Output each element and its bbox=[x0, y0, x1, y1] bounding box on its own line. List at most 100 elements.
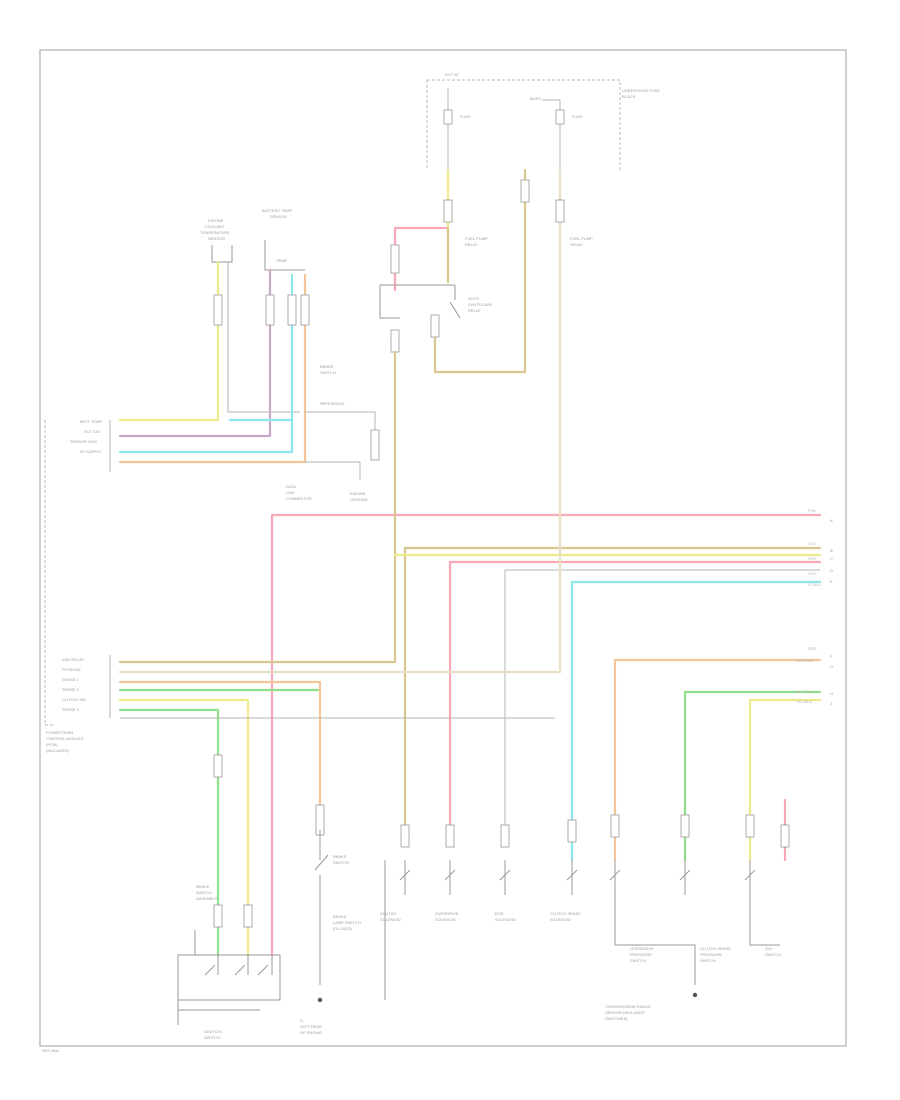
svg-text:F: F bbox=[830, 654, 833, 659]
svg-text:ORN/BLK: ORN/BLK bbox=[796, 658, 814, 663]
svg-text:SENSOR: SENSOR bbox=[208, 236, 225, 241]
svg-text:SHUTDOWN: SHUTDOWN bbox=[468, 302, 492, 307]
svg-text:RELAY: RELAY bbox=[465, 242, 478, 247]
svg-text:GRY: GRY bbox=[808, 571, 817, 576]
svg-text:LAMP SWITCH: LAMP SWITCH bbox=[333, 920, 361, 925]
svg-text:(INCLUDES): (INCLUDES) bbox=[46, 748, 70, 753]
ignition-switch: BRAKE SWITCH ASSEMBLY IGNITION SWITCH bbox=[177, 884, 281, 1040]
svg-text:CLUTCH SENSE: CLUTCH SENSE bbox=[700, 946, 731, 951]
svg-text:ASSEMBLY: ASSEMBLY bbox=[196, 896, 218, 901]
svg-text:G: G bbox=[830, 664, 833, 669]
svg-text:SOLENOID: SOLENOID bbox=[550, 917, 571, 922]
svg-text:PNK: PNK bbox=[808, 508, 817, 513]
svg-text:TEMP: TEMP bbox=[276, 258, 287, 263]
svg-text:PRESSURE: PRESSURE bbox=[630, 952, 652, 957]
svg-text:HOT AT: HOT AT bbox=[445, 72, 460, 77]
svg-text:(PCM): (PCM) bbox=[46, 742, 58, 747]
svg-text:J: J bbox=[830, 701, 832, 706]
svg-text:BRAKE: BRAKE bbox=[333, 914, 347, 919]
svg-text:YEL/BLK: YEL/BLK bbox=[796, 699, 813, 704]
wire-green-pcm-2 bbox=[118, 708, 220, 957]
svg-text:G: G bbox=[300, 1018, 303, 1023]
wire-orange-sensor bbox=[118, 273, 307, 464]
svg-text:FUEL PUMP: FUEL PUMP bbox=[465, 236, 488, 241]
svg-text:RED: RED bbox=[808, 556, 817, 561]
inline-connectors bbox=[213, 754, 790, 928]
solenoids: CLUTCH SOLENOID OVERDRIVE SOLENOID EGR S… bbox=[380, 860, 581, 922]
svg-text:SENSE 2: SENSE 2 bbox=[62, 687, 80, 692]
svg-text:REFERENCE: REFERENCE bbox=[320, 401, 345, 406]
wire-yellow-pcm bbox=[118, 698, 250, 957]
svg-text:CONNECTOR: CONNECTOR bbox=[286, 496, 312, 501]
brake-switch: BRAKE SWITCH BRAKE LAMP SWITCH (CLOSED) … bbox=[300, 830, 386, 1035]
relay-component: FUEL PUMP RELAY FUEL PUMP RELAY AUTO SHU… bbox=[379, 226, 593, 353]
sensor-wires: BRAKE SWITCH REFERENCE DATA LINK CONNECT… bbox=[118, 260, 380, 502]
svg-text:TRANSMISSION RANGE: TRANSMISSION RANGE bbox=[605, 1004, 651, 1009]
wire-pink-relay-feed bbox=[393, 226, 450, 292]
svg-text:COOLANT: COOLANT bbox=[205, 224, 225, 229]
svg-text:FUEL PUMP: FUEL PUMP bbox=[570, 236, 593, 241]
svg-text:LT BLU: LT BLU bbox=[808, 582, 821, 587]
svg-text:LEFT REAR: LEFT REAR bbox=[300, 1024, 322, 1029]
svg-text:PRESSURE: PRESSURE bbox=[700, 952, 722, 957]
svg-text:ENGINE: ENGINE bbox=[208, 218, 224, 223]
svg-text:TAN: TAN bbox=[808, 541, 816, 546]
svg-text:OF ENGINE: OF ENGINE bbox=[300, 1030, 322, 1035]
svg-text:OVERDRIVE: OVERDRIVE bbox=[630, 946, 654, 951]
pcm-module: BATT TEMP ECT SIG SENSOR GND 5V SUPPLY A… bbox=[44, 419, 111, 753]
svg-text:B: B bbox=[830, 548, 833, 553]
svg-text:E: E bbox=[830, 579, 833, 584]
svg-text:ENGINE: ENGINE bbox=[350, 491, 366, 496]
wire-light-tan-fp bbox=[118, 228, 562, 674]
svg-text:(CLOSED): (CLOSED) bbox=[333, 926, 353, 931]
svg-text:DATA: DATA bbox=[286, 484, 296, 489]
svg-text:ECT SIG: ECT SIG bbox=[84, 429, 100, 434]
transmission-wires: RED ORN/BLK DK GRN YEL/BLK F G H J bbox=[613, 646, 833, 862]
bus-wires: PNK TAN RED GRY LT BLU A B C D E bbox=[118, 228, 833, 957]
svg-text:AUTO: AUTO bbox=[468, 296, 479, 301]
svg-text:EGR: EGR bbox=[495, 911, 504, 916]
svg-text:RELAY: RELAY bbox=[570, 242, 583, 247]
svg-text:TEMPERATURE: TEMPERATURE bbox=[200, 230, 230, 235]
svg-text:RED: RED bbox=[808, 646, 817, 651]
sensor-group-top: ENGINE COOLANT TEMPERATURE SENSOR BATTER… bbox=[200, 208, 305, 271]
svg-text:BRAKE: BRAKE bbox=[320, 364, 334, 369]
svg-text:IGNITION: IGNITION bbox=[204, 1029, 222, 1034]
wire-cyan-sensor bbox=[228, 273, 294, 422]
svg-text:CLUTCH SW: CLUTCH SW bbox=[62, 697, 86, 702]
trans-range-sensor: OVERDRIVE PRESSURE SWITCH CLUTCH SENSE P… bbox=[605, 860, 781, 1021]
wire-tan-pcm-asd bbox=[118, 350, 397, 664]
svg-text:SENSOR (INCLUDES: SENSOR (INCLUDES bbox=[605, 1010, 645, 1015]
wire-cyan-pcm bbox=[118, 418, 294, 454]
svg-text:SWITCH: SWITCH bbox=[333, 860, 349, 865]
svg-text:4X4: 4X4 bbox=[765, 946, 773, 951]
svg-text:SENSE 3: SENSE 3 bbox=[62, 707, 80, 712]
svg-text:SOLENOID: SOLENOID bbox=[435, 917, 456, 922]
svg-text:SENSE 1: SENSE 1 bbox=[62, 677, 80, 682]
svg-text:RELAY: RELAY bbox=[468, 308, 481, 313]
svg-text:SWITCH: SWITCH bbox=[765, 952, 781, 957]
fuse-block: HOT AT UNDERHOOD FUSE BLOCK BUSS FUSE FU… bbox=[426, 72, 660, 170]
svg-text:SWITCH: SWITCH bbox=[196, 890, 212, 895]
svg-text:LINK: LINK bbox=[286, 490, 295, 495]
svg-text:SOLENOID: SOLENOID bbox=[495, 917, 516, 922]
svg-text:GROUND: GROUND bbox=[350, 497, 368, 502]
svg-text:FUSE: FUSE bbox=[572, 114, 583, 119]
svg-text:BATTERY TEMP: BATTERY TEMP bbox=[262, 208, 292, 213]
svg-text:POWERTRAIN: POWERTRAIN bbox=[46, 730, 73, 735]
svg-text:SWITCH: SWITCH bbox=[630, 958, 646, 963]
svg-text:SWITCH: SWITCH bbox=[700, 958, 716, 963]
svg-text:CLUTCH SENSE: CLUTCH SENSE bbox=[550, 911, 581, 916]
svg-text:OVERDRIVE: OVERDRIVE bbox=[435, 911, 459, 916]
svg-text:FUSE: FUSE bbox=[460, 114, 471, 119]
svg-text:BLOCK: BLOCK bbox=[622, 94, 636, 99]
svg-text:ASD RELAY: ASD RELAY bbox=[62, 657, 84, 662]
fuse-output-wires bbox=[433, 168, 565, 374]
svg-text:BRAKE: BRAKE bbox=[196, 884, 210, 889]
svg-text:SWITCH: SWITCH bbox=[204, 1035, 220, 1040]
svg-text:DK GRN: DK GRN bbox=[796, 689, 812, 694]
svg-text:C: C bbox=[830, 556, 833, 561]
wire-yellow-ect bbox=[118, 260, 220, 422]
page-label: REF.40a1 bbox=[42, 1048, 60, 1053]
